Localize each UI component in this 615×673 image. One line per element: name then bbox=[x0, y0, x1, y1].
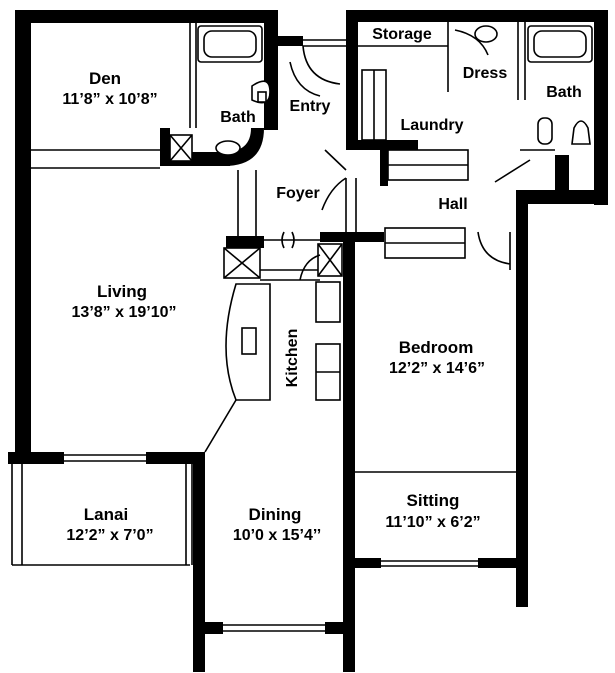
den-label: Den bbox=[89, 69, 121, 88]
living-dimensions: 13’8” x 19’10” bbox=[72, 304, 177, 321]
living-label: Living bbox=[97, 282, 147, 301]
laundry-label: Laundry bbox=[400, 117, 463, 134]
sitting-dimensions: 11’10” x 6’2” bbox=[385, 514, 480, 531]
sitting-label: Sitting bbox=[407, 491, 460, 510]
den-bath-label: Bath bbox=[220, 109, 256, 126]
foyer-label: Foyer bbox=[276, 185, 320, 202]
kitchen-label: Kitchen bbox=[284, 329, 301, 388]
storage-label: Storage bbox=[372, 26, 432, 43]
lanai-label: Lanai bbox=[84, 505, 128, 524]
dining-label: Dining bbox=[249, 505, 302, 524]
fixtures bbox=[197, 25, 593, 156]
bedroom-dimensions: 12’2” x 14’6” bbox=[389, 360, 485, 377]
walls bbox=[8, 10, 608, 672]
hall-label: Hall bbox=[438, 196, 467, 213]
master-bath-label: Bath bbox=[546, 84, 582, 101]
bedroom-label: Bedroom bbox=[399, 338, 474, 357]
partitions bbox=[11, 22, 555, 632]
lanai-dimensions: 12’2” x 7’0” bbox=[66, 527, 153, 544]
labels: Den 11’8” x 10’8” Bath Entry Storage Dre… bbox=[62, 26, 581, 544]
den-dimensions: 11’8” x 10’8” bbox=[62, 91, 157, 108]
dress-label: Dress bbox=[463, 65, 508, 82]
entry-label: Entry bbox=[290, 98, 331, 115]
dining-dimensions: 10’0 x 15’4’’ bbox=[233, 527, 321, 544]
